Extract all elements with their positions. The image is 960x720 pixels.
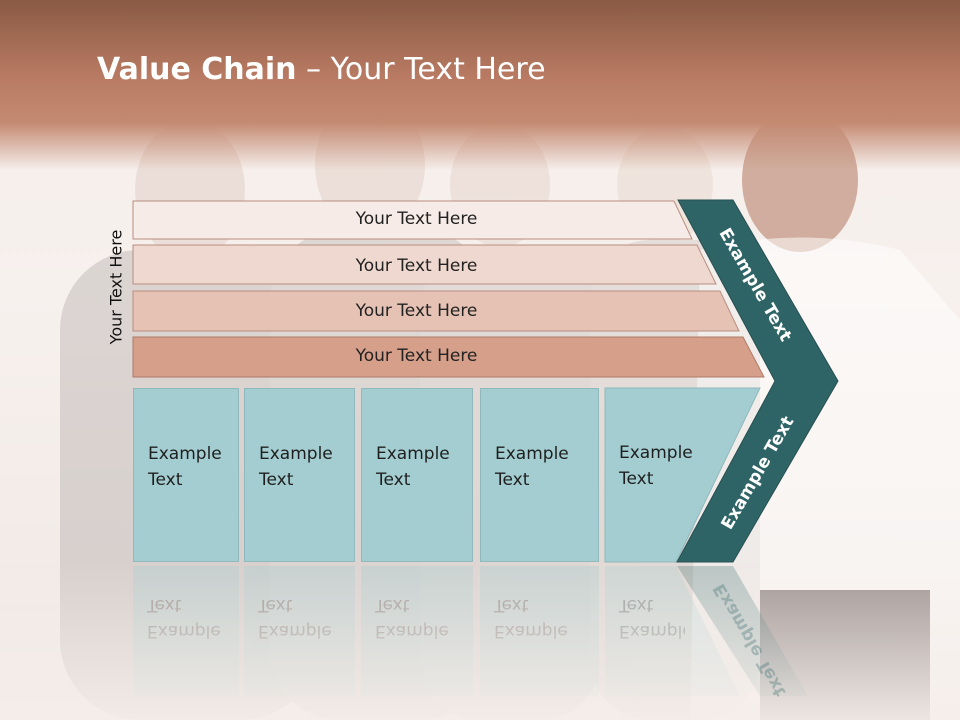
bar-label-3: Your Text Here (355, 301, 478, 321)
title-rest: – Your Text Here (296, 52, 546, 87)
bar-label-2: Your Text Here (355, 256, 478, 276)
bar-label-1: Your Text Here (355, 209, 478, 229)
support-bar-3 (132, 290, 740, 332)
page-title: Value Chain – Your Text Here (97, 52, 546, 87)
reflection-fade (0, 560, 960, 720)
bar-label-4: Your Text Here (355, 346, 478, 366)
support-bar-4 (132, 336, 765, 378)
header-band (0, 0, 960, 170)
title-bold: Value Chain (97, 52, 297, 87)
support-bar-2 (132, 244, 717, 285)
support-bar-1 (132, 200, 693, 240)
